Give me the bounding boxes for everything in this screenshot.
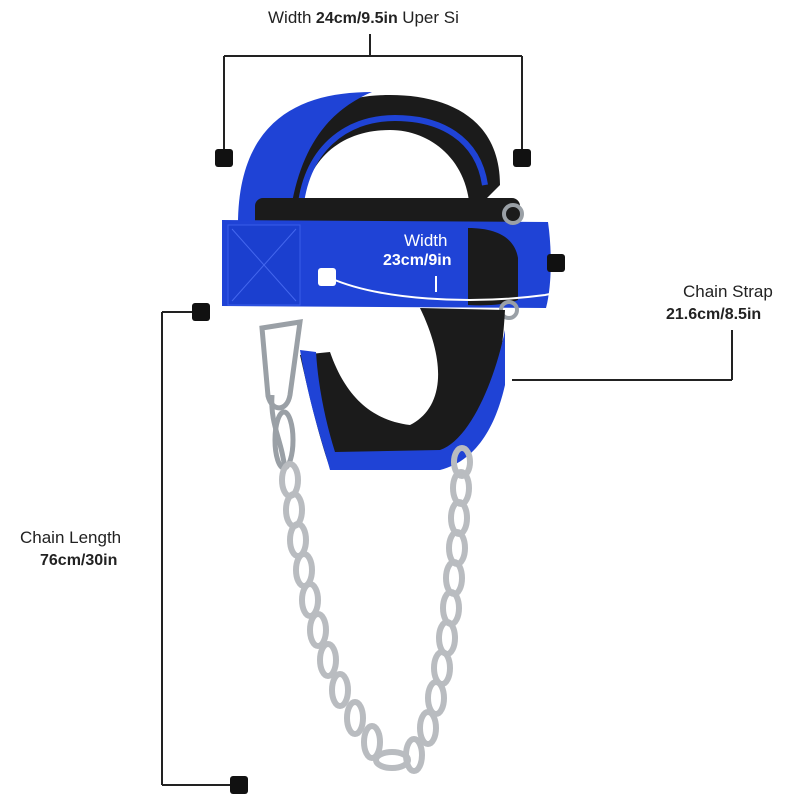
top-width-value: 24cm/9.5in (315, 10, 398, 27)
marker-square (215, 149, 233, 167)
marker-square (192, 303, 210, 321)
marker-square (513, 149, 531, 167)
chin-strap-padding (300, 308, 505, 468)
marker-square (547, 254, 565, 272)
chain-strap-value: 21.6cm/8.5in (666, 306, 762, 323)
inner-width-curve (329, 261, 573, 301)
top-width-bracket (223, 34, 523, 150)
d-ring-right (502, 203, 524, 225)
inner-width-value: 23cm/9in (383, 252, 452, 269)
top-strap (238, 92, 372, 225)
chain-strap-line (512, 330, 733, 381)
chain-strap-name: Chain Strap (683, 282, 773, 301)
chain-length-bracket (161, 311, 238, 786)
carabiner (259, 319, 303, 411)
chain (279, 445, 473, 774)
inner-strap-right (468, 228, 518, 306)
marker-square-white (318, 268, 336, 286)
marker-square (230, 776, 248, 794)
top-width-suffix: Uper Si (402, 8, 459, 27)
chain-length-name: Chain Length (20, 528, 122, 547)
inner-width-name: Width (404, 231, 448, 250)
top-width-prefix: Width (268, 8, 312, 27)
top-width-label: Width 24cm/9.5in Uper Si (268, 8, 490, 28)
top-strap-edge (297, 114, 488, 213)
chain-length-value: 76cm/30in (40, 552, 118, 569)
